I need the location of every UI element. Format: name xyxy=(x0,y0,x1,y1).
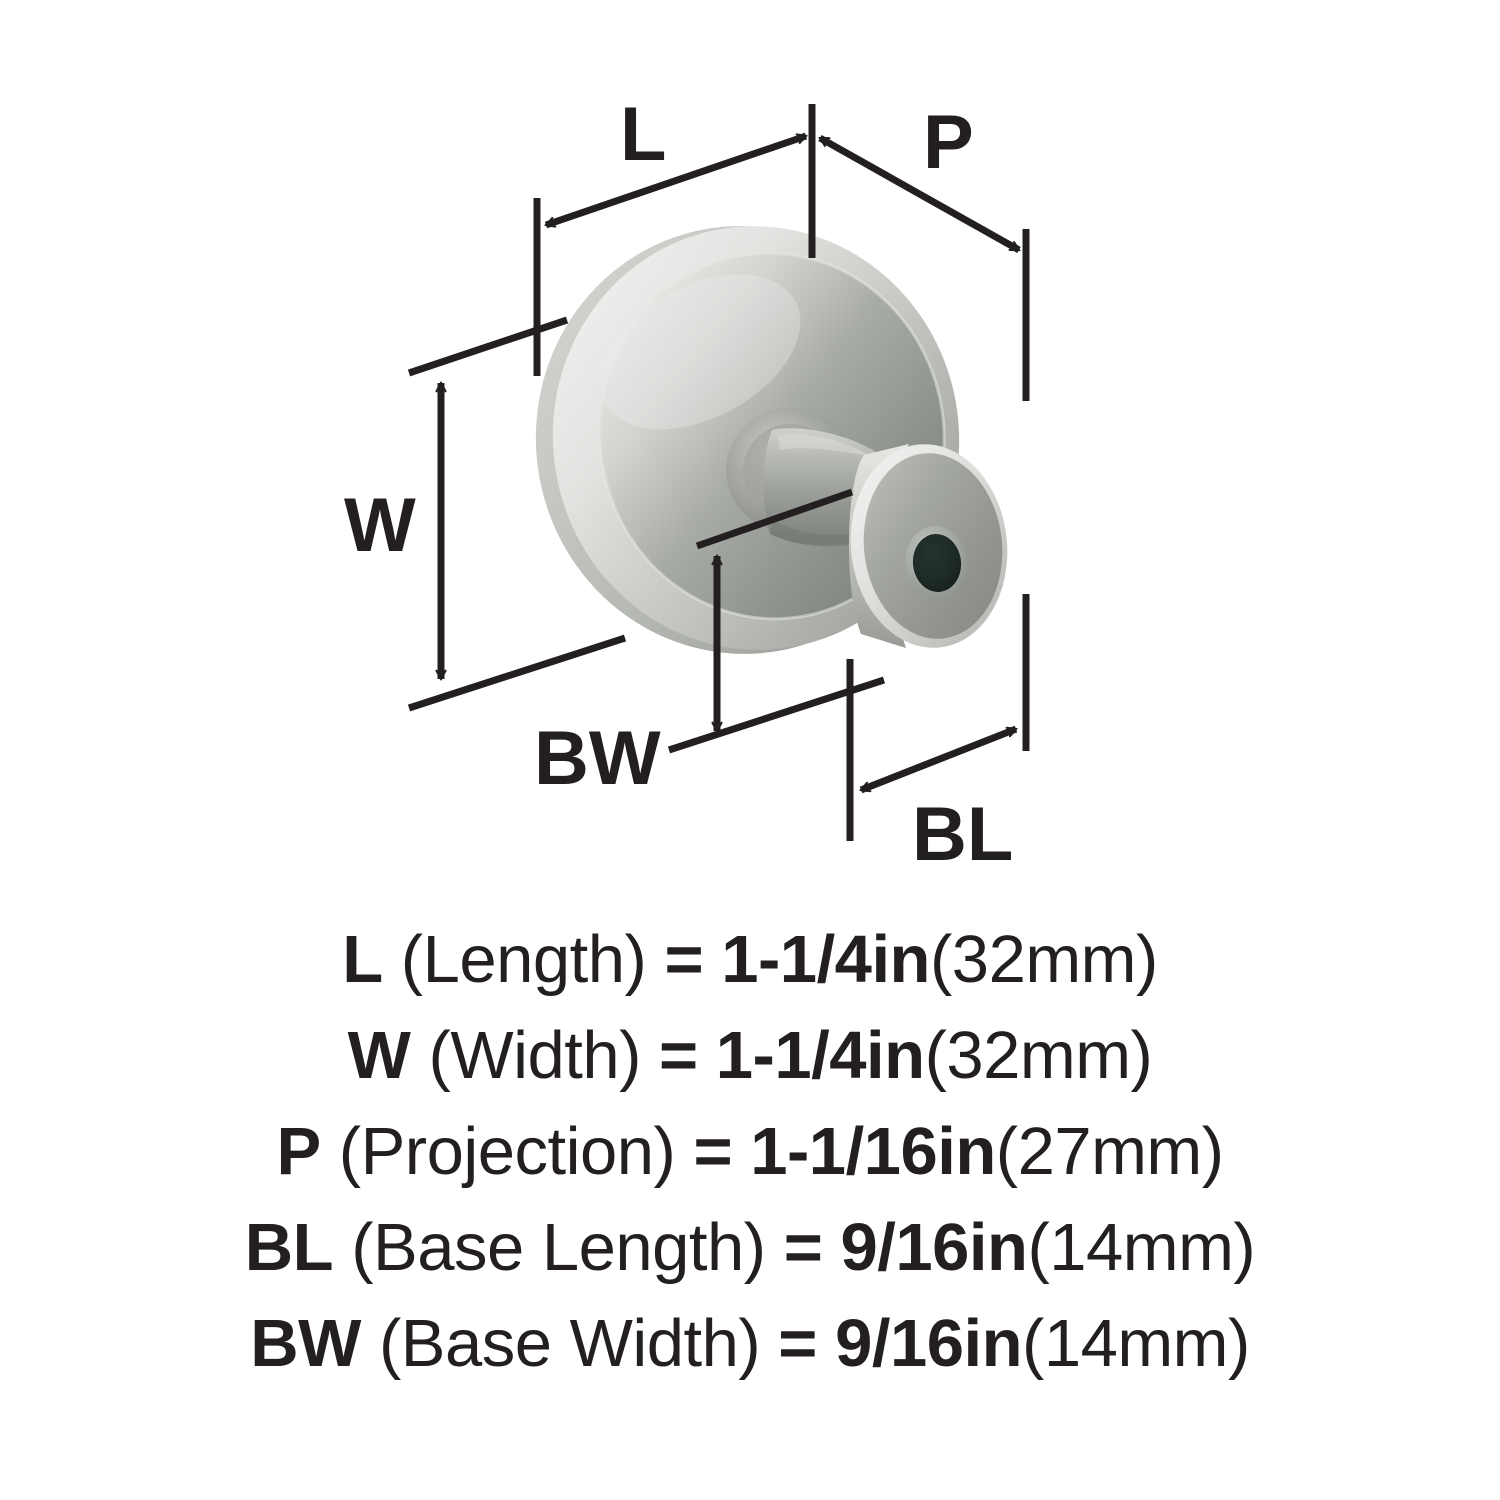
legend-description: (Projection) xyxy=(338,1114,676,1189)
legend-row-base-width: BW (Base Width) = 9/16in(14mm) xyxy=(0,1296,1500,1392)
legend-description: (Width) xyxy=(428,1018,642,1093)
label-P: P xyxy=(923,100,974,185)
screw-hole xyxy=(912,534,962,592)
disc-highlight xyxy=(599,274,801,430)
base-width-extension-top xyxy=(695,488,854,550)
legend-symbol: P xyxy=(276,1114,321,1189)
product-diagram: L P W BW BL xyxy=(344,92,1030,877)
legend-symbol: W xyxy=(347,1018,411,1093)
legend-metric: (32mm) xyxy=(924,1018,1153,1093)
legend-equals: = xyxy=(778,1306,817,1381)
legend-imperial: 9/16in xyxy=(840,1210,1028,1285)
width-extension-bottom xyxy=(407,634,627,712)
legend-row-projection: P (Projection) = 1-1/16in(27mm) xyxy=(0,1104,1500,1200)
legend-metric: (27mm) xyxy=(995,1114,1224,1189)
label-W: W xyxy=(344,483,416,568)
legend-description: (Length) xyxy=(400,922,647,997)
legend-description: (Base Length) xyxy=(351,1210,766,1285)
legend-row-width: W (Width) = 1-1/4in(32mm) xyxy=(0,1008,1500,1104)
legend-symbol: BW xyxy=(250,1306,361,1381)
legend-description: (Base Width) xyxy=(378,1306,761,1381)
legend-row-base-length: BL (Base Length) = 9/16in(14mm) xyxy=(0,1200,1500,1296)
legend-imperial: 1-1/16in xyxy=(750,1114,996,1189)
label-BW: BW xyxy=(534,716,661,801)
knob-illustration xyxy=(535,226,1008,654)
legend-imperial: 9/16in xyxy=(835,1306,1023,1381)
legend-symbol: BL xyxy=(244,1210,334,1285)
legend-metric: (32mm) xyxy=(930,922,1158,997)
dimension-lines xyxy=(407,104,1030,841)
legend-metric: (14mm) xyxy=(1022,1306,1250,1381)
legend-imperial: 1-1/4in xyxy=(715,1018,925,1093)
projection-arrow xyxy=(820,134,1019,254)
base-length-arrow xyxy=(861,725,1016,794)
legend-equals: = xyxy=(664,922,704,997)
dimension-labels: L P W BW BL xyxy=(344,92,1013,877)
label-BL: BL xyxy=(912,792,1013,877)
disc-inner-groove xyxy=(598,251,946,621)
dimension-legend: L (Length) = 1-1/4in(32mm) W (Width) = 1… xyxy=(0,912,1500,1392)
legend-imperial: 1-1/4in xyxy=(721,922,930,997)
diagram-svg: L P W BW BL xyxy=(344,92,1030,877)
label-L: L xyxy=(620,92,666,177)
legend-row-length: L (Length) = 1-1/4in(32mm) xyxy=(0,912,1500,1008)
neck-highlight xyxy=(778,434,872,457)
legend-symbol: L xyxy=(342,922,383,997)
legend-equals: = xyxy=(693,1114,733,1189)
length-arrow xyxy=(546,132,806,229)
legend-equals: = xyxy=(783,1210,823,1285)
legend-equals: = xyxy=(659,1018,698,1093)
width-extension-top xyxy=(407,316,569,377)
legend-metric: (14mm) xyxy=(1027,1210,1256,1285)
